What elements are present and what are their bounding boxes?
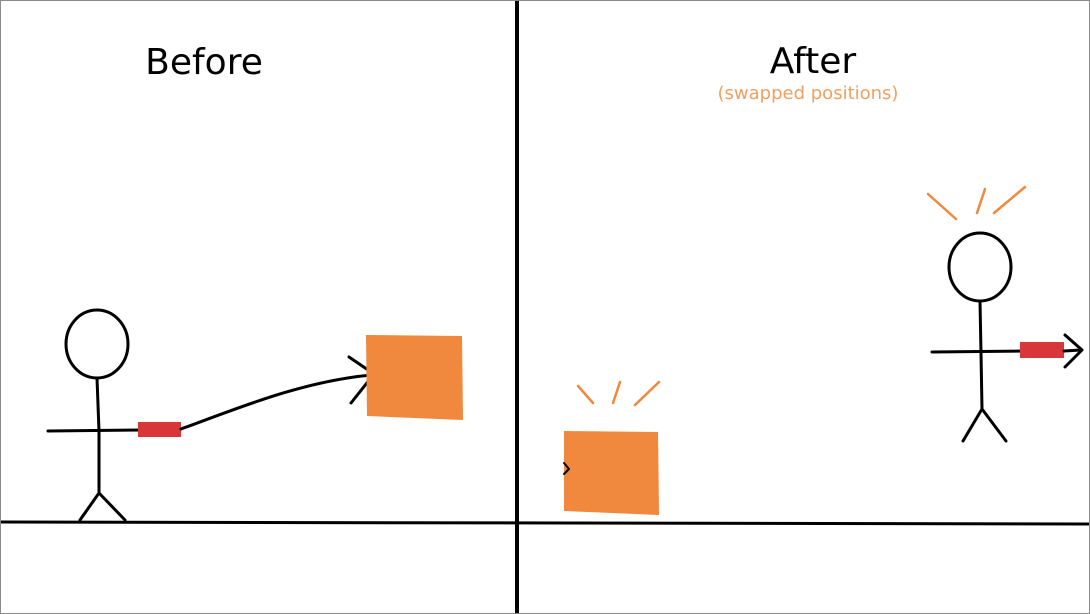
before-figure-body	[95, 376, 101, 495]
before-trajectory-arrow	[179, 373, 374, 431]
before-figure-arms	[46, 428, 143, 433]
after-figure-head	[947, 231, 1013, 303]
before-panel-title: Before	[145, 42, 263, 83]
before-stick-figure	[46, 308, 143, 522]
after-figure-arms	[930, 349, 1027, 354]
after-panel-subtitle: (swapped positions)	[717, 83, 899, 104]
after-box-emphasis-marks	[576, 380, 661, 407]
after-figure-legs	[961, 407, 1008, 443]
before-ray-gun	[138, 422, 181, 437]
after-ray-gun	[1020, 342, 1064, 358]
after-box-arrow-stub	[563, 462, 570, 475]
after-figure-body	[978, 299, 984, 411]
after-gun-arrow	[1062, 348, 1083, 353]
after-gun-arrow-head	[1063, 333, 1084, 369]
after-figure-emphasis-marks	[926, 185, 1027, 221]
after-panel-title: After	[769, 41, 857, 82]
before-figure-legs	[78, 491, 127, 522]
after-orange-box	[564, 431, 659, 515]
ground-line	[1, 520, 1089, 526]
before-figure-head	[64, 308, 130, 380]
after-stick-figure	[930, 231, 1027, 443]
before-orange-box	[366, 335, 463, 420]
